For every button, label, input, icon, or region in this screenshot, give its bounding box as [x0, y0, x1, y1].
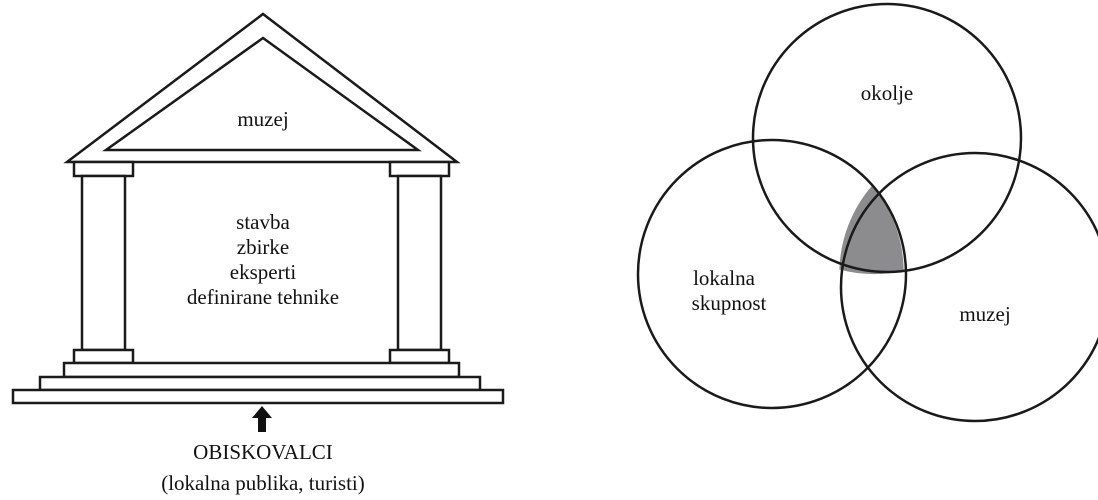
temple-body-line-1: stavba — [236, 210, 290, 234]
temple-body-line-4: definirane tehnike — [187, 285, 339, 309]
venn-label-left-line-2: skupnost — [692, 291, 767, 315]
visitors-label: OBISKOVALCI — [193, 440, 333, 464]
venn-circle-muzej — [839, 151, 1098, 423]
venn-label-top: okolje — [861, 81, 914, 105]
visitors-sublabel: (lokalna publika, turisti) — [161, 471, 365, 495]
temple-steps — [11, 361, 505, 405]
venn-label-right: muzej — [959, 302, 1010, 326]
venn-circle-lokalna-skupnost — [636, 138, 908, 410]
temple-body-line-3: eksperti — [230, 260, 297, 284]
venn-circle-okolje — [751, 2, 1023, 274]
up-arrow-icon — [252, 406, 272, 432]
venn-label-left-line-1: lokalna — [693, 266, 755, 290]
temple-pediment — [63, 12, 461, 164]
venn-diagram — [636, 2, 1098, 423]
temple-column-left — [72, 160, 135, 365]
temple-pediment-label: muzej — [237, 107, 288, 131]
venn-overlap-region — [839, 185, 904, 275]
temple-body-line-2: zbirke — [237, 235, 289, 259]
temple-column-right — [388, 160, 451, 365]
temple-diagram — [11, 12, 505, 405]
